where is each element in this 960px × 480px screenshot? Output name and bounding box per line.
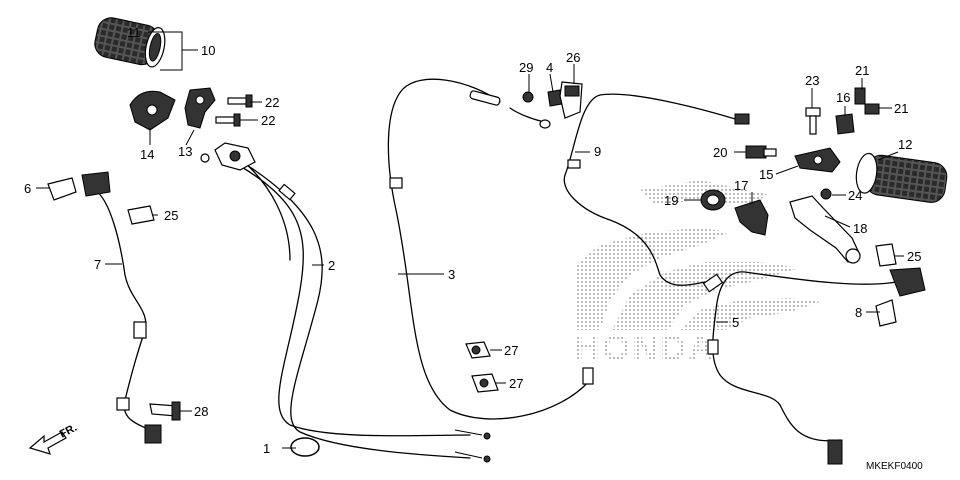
adjuster-20 — [745, 145, 777, 159]
callout-29: 29 — [519, 60, 533, 75]
clutch-lever-18 — [789, 195, 861, 264]
clamp-29 — [522, 91, 534, 103]
callout-27-upper: 27 — [504, 343, 518, 358]
clutch-cable — [387, 78, 594, 420]
clamp-27-lower — [471, 373, 499, 393]
callout-23: 23 — [805, 73, 819, 88]
callout-15: 15 — [759, 167, 773, 182]
throttle-housing-upper — [129, 90, 176, 131]
right-grip — [855, 152, 948, 203]
callout-4: 4 — [546, 60, 553, 75]
callout-10: 10 — [201, 43, 215, 58]
callout-16: 16 — [836, 90, 850, 105]
throttle-housing-lower — [184, 87, 216, 129]
callout-13: 13 — [178, 144, 192, 159]
front-direction-arrow: FR. — [28, 422, 79, 455]
switch-wire-5 — [702, 267, 926, 465]
callout-17: 17 — [734, 178, 748, 193]
clamp-27-upper — [465, 341, 491, 359]
clip-25-right — [875, 243, 897, 267]
clip-28 — [149, 401, 181, 421]
screw-21-upper — [854, 87, 866, 105]
honda-wing-logo: HONDA — [574, 180, 820, 368]
callout-5: 5 — [732, 315, 739, 330]
callout-12: 12 — [898, 137, 912, 152]
callout-labels: 11 10 22 22 14 13 6 25 7 2 3 1 28 27 27 … — [24, 25, 921, 456]
screw-21-lower — [864, 103, 880, 115]
callout-24: 24 — [848, 188, 862, 203]
callout-26: 26 — [566, 50, 580, 65]
callout-19: 19 — [664, 193, 678, 208]
callout-9: 9 — [594, 144, 601, 159]
clamp-8 — [875, 299, 897, 327]
callout-6: 6 — [24, 181, 31, 196]
callout-28: 28 — [194, 404, 208, 419]
callout-8: 8 — [855, 305, 862, 320]
callout-18: 18 — [853, 221, 867, 236]
callout-25-left: 25 — [164, 208, 178, 223]
leader-lines — [36, 31, 904, 449]
callout-1: 1 — [263, 441, 270, 456]
switch-wire-9 — [563, 93, 750, 286]
callout-21-lower: 21 — [894, 101, 908, 116]
callout-27-lower: 27 — [509, 376, 523, 391]
screw-22-lower — [215, 113, 241, 127]
callout-7: 7 — [94, 257, 101, 272]
callout-21-upper: 21 — [855, 63, 869, 78]
bolt-23 — [805, 107, 821, 135]
clip-26 — [559, 81, 583, 119]
callout-11: 11 — [127, 25, 141, 40]
bracket-17 — [734, 199, 769, 236]
honda-wordmark: HONDA — [574, 327, 716, 368]
callout-2: 2 — [328, 258, 335, 273]
clip-6 — [47, 177, 77, 201]
cable-band — [290, 437, 320, 457]
clip-25-left — [127, 205, 155, 225]
screw-22-upper — [227, 94, 253, 108]
switch-19 — [700, 189, 726, 211]
part-16 — [835, 113, 855, 135]
throttle-cables — [200, 142, 491, 463]
nut-24 — [820, 188, 832, 200]
front-direction-label: FR. — [58, 422, 79, 441]
callout-25-right: 25 — [907, 249, 921, 264]
callout-20: 20 — [713, 145, 727, 160]
lever-holder-15 — [794, 147, 841, 173]
callout-22-upper: 22 — [265, 95, 279, 110]
diagram-code: MKEKF0400 — [866, 461, 923, 472]
callout-22-lower: 22 — [261, 113, 275, 128]
switch-wire-7 — [81, 171, 162, 444]
callout-14: 14 — [140, 147, 154, 162]
callout-3: 3 — [448, 267, 455, 282]
left-throttle-grip — [94, 17, 166, 68]
